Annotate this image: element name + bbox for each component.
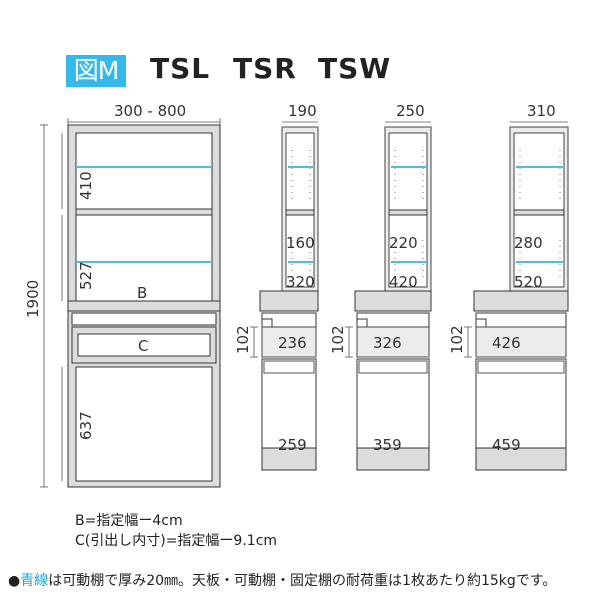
drawer-depth-label-tsl: 236 (278, 334, 307, 352)
drawer-tsw (475, 326, 567, 358)
model-label-tsr: TSR (233, 52, 297, 85)
counter-tsl (259, 290, 319, 312)
figure-badge: 図M (66, 55, 126, 87)
drawer-tsl (261, 326, 317, 358)
fixed-shelf-tsr (388, 209, 428, 216)
footer-bullet: ● (8, 573, 21, 589)
upper-depth-label-tsl: 160 (286, 234, 315, 252)
drawer-height-label-tsr: 102 (329, 325, 347, 354)
upper-shelf-height-label: 410 (77, 171, 95, 200)
counter-depth-label-tsl: 320 (286, 273, 315, 291)
label-b: B (137, 284, 147, 302)
base-tsr (356, 447, 430, 471)
counter-tsw (473, 290, 569, 312)
drawer-depth-label-tsr: 326 (373, 334, 402, 352)
side-views: 190 102 160 320 236 259 250 102 220 420 326 359 310 1… (234, 102, 569, 471)
base-depth-label-tsl: 259 (278, 436, 307, 454)
side-width-label-tsw: 310 (527, 102, 556, 120)
drawer-depth-label-tsw: 426 (492, 334, 521, 352)
lower-rail-tsl (263, 360, 315, 374)
drawer-height-label-tsl: 102 (234, 325, 252, 354)
counter-tsr (354, 290, 432, 312)
base-depth-label-tsr: 359 (373, 436, 402, 454)
total-height-label: 1900 (24, 280, 42, 318)
front-width-label: 300 - 800 (114, 102, 186, 120)
base-depth-label-tsw: 459 (492, 436, 521, 454)
base-tsl (261, 447, 317, 471)
footer-note: ●青線は可動棚で厚み20㎜。天板・可動棚・固定棚の耐荷重は1枚あたり約15kgで… (8, 570, 556, 590)
c-note: C(引出し内寸)=指定幅ー9.1cm (75, 533, 278, 549)
drawer-band-tsw (475, 312, 567, 328)
footer-highlight: 青線 (20, 573, 49, 589)
drawer-band-tsr (356, 312, 430, 328)
label-c: C (138, 337, 148, 355)
counter-depth-label-tsw: 520 (514, 273, 543, 291)
base-tsw (475, 447, 567, 471)
model-label-tsl: TSL (150, 52, 211, 85)
b-note: B=指定幅ー4cm (75, 513, 183, 529)
counter-depth-label-tsr: 420 (389, 273, 418, 291)
lower-rail-tsr (358, 360, 428, 374)
lower-rail-tsw (477, 360, 565, 374)
middle-shelf-height-label: 527 (77, 261, 95, 290)
side-width-label-tsr: 250 (396, 102, 425, 120)
drawer-pull-tsw (475, 318, 487, 328)
side-width-label-tsl: 190 (288, 102, 317, 120)
model-label-tsw: TSW (318, 52, 392, 85)
fixed-shelf-tsl (285, 209, 315, 216)
footer-text: は可動棚で厚み20㎜。天板・可動棚・固定棚の耐荷重は1枚あたり約15kgです。 (48, 573, 557, 589)
drawer-height-label-tsw: 102 (448, 325, 466, 354)
drawer-pull-tsr (356, 318, 368, 328)
fixed-shelf-tsw (513, 209, 565, 216)
drawer-pull-tsl (261, 318, 273, 328)
front-view: 300 - 800 1900 410 527 637 B C (24, 102, 221, 488)
upper-depth-label-tsw: 280 (514, 234, 543, 252)
bottom-height-label: 637 (77, 411, 95, 440)
upper-depth-label-tsr: 220 (389, 234, 418, 252)
